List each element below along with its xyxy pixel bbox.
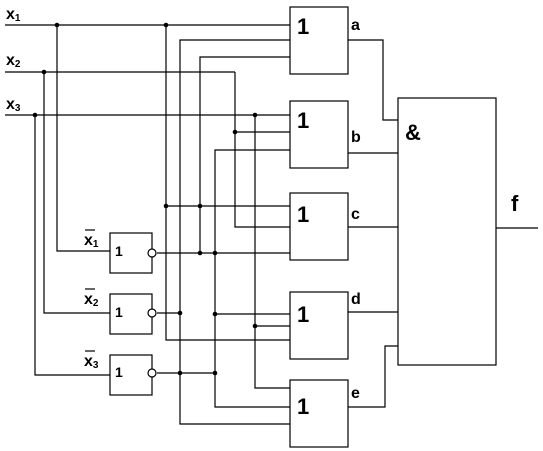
or-gate-d: 1 — [289, 291, 349, 360]
wire-x2-bus — [234, 72, 290, 228]
wires — [5, 24, 538, 425]
inverter-symbol: 1 — [115, 364, 123, 380]
junction-dot — [197, 250, 203, 256]
output-label-c: c — [351, 206, 360, 223]
output-label-d: d — [351, 291, 361, 308]
wire-x1-bus — [165, 25, 290, 341]
junction-dot — [232, 129, 238, 135]
or-gate-symbol: 1 — [297, 202, 309, 227]
wire-x2-to-not2 — [43, 72, 110, 314]
or-gate-c: 1 — [289, 192, 349, 261]
wire-notx2-to-a — [157, 39, 290, 314]
junction-dot — [212, 370, 218, 376]
or-gate-body — [289, 100, 349, 169]
inverted-label: x1 — [84, 232, 99, 250]
junction-dot — [197, 203, 203, 209]
inverted-label: x2 — [84, 291, 99, 309]
or-gate-b: 1 — [289, 100, 349, 169]
or-gate-symbol: 1 — [297, 14, 309, 39]
wire-notx1-to-a — [157, 56, 290, 254]
junction-dot — [212, 250, 218, 256]
output-label-b: b — [351, 129, 361, 146]
and-gate-symbol: & — [405, 120, 421, 145]
and-gate-body — [397, 97, 497, 366]
inversion-bubble — [147, 368, 157, 378]
label-not-x3: x3 — [84, 350, 99, 371]
junction-dot — [177, 370, 183, 376]
label-not-x1: x1 — [84, 229, 99, 250]
and-gate: & — [397, 97, 497, 366]
input-label-x1: x1 — [6, 6, 21, 24]
wire-notx3-to-b — [157, 149, 290, 374]
or-gate-body — [289, 192, 349, 261]
output-label-f: f — [511, 191, 519, 216]
junction-dot — [163, 203, 169, 209]
junction-dot — [177, 310, 183, 316]
or-gate-body — [289, 6, 349, 75]
inversion-bubble — [147, 248, 157, 258]
or-gate-symbol: 1 — [297, 394, 309, 419]
or-gate-e: 1 — [289, 379, 349, 448]
label-not-x2: x2 — [84, 288, 99, 309]
inverter-body — [109, 293, 153, 335]
wire-a-to-and — [348, 39, 398, 121]
junction-dot — [212, 311, 218, 317]
wire-e-to-and — [348, 345, 398, 408]
inverter-symbol: 1 — [115, 304, 123, 320]
wire-x3-bus — [254, 115, 290, 389]
or-gate-body — [289, 291, 349, 360]
output-label-e: e — [351, 385, 360, 402]
junction-dot — [32, 112, 38, 118]
or-gate-body — [289, 379, 349, 448]
wire-x1-to-not1 — [56, 25, 110, 252]
or-gate-a: 1 — [289, 6, 349, 75]
wire-notx3-to-e — [214, 373, 290, 408]
or-gate-symbol: 1 — [297, 302, 309, 327]
junction-dot — [252, 323, 258, 329]
junction-dot — [54, 22, 60, 28]
junction-dot — [252, 112, 258, 118]
wire-notx2-to-e — [179, 313, 290, 425]
input-label-x3: x3 — [6, 96, 21, 114]
input-label-x2: x2 — [6, 52, 21, 70]
inversion-bubble — [147, 308, 157, 318]
inverter-not3: 1 — [109, 354, 157, 396]
inverter-body — [109, 354, 153, 396]
output-label-a: a — [351, 17, 360, 34]
wire-x3-to-not3 — [34, 115, 110, 376]
junctions — [32, 22, 258, 376]
inverter-not1: 1 — [109, 232, 157, 274]
inverter-not2: 1 — [109, 293, 157, 335]
junction-dot — [41, 69, 47, 75]
inverter-symbol: 1 — [115, 243, 123, 259]
inverted-label: x3 — [84, 353, 99, 371]
junction-dot — [163, 22, 169, 28]
or-gate-symbol: 1 — [297, 108, 309, 133]
